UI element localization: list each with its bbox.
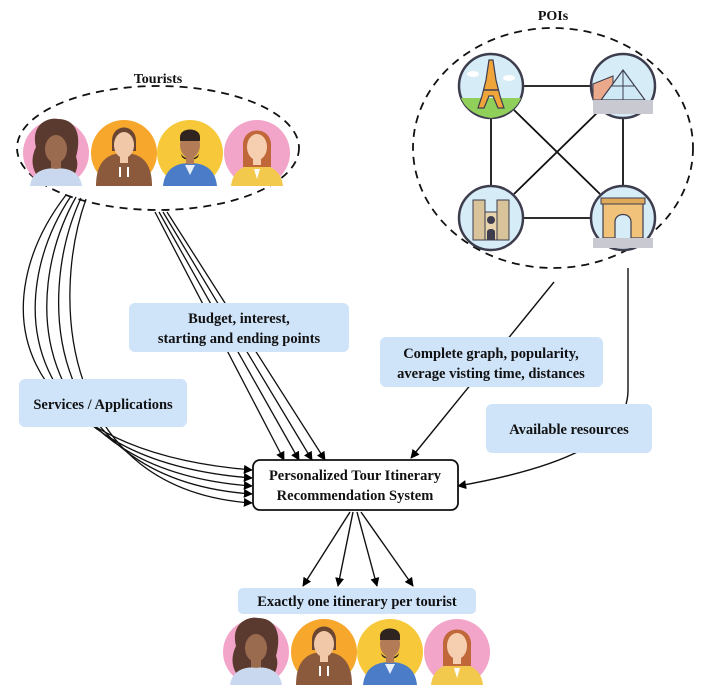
svg-text:Services / Applications: Services / Applications xyxy=(33,397,173,413)
woman-blonde-icon xyxy=(424,619,490,685)
man-hoodie-icon xyxy=(290,618,358,686)
graph-label: Complete graph, popularity, average vist… xyxy=(380,337,603,387)
tourists-title: Tourists xyxy=(134,72,183,87)
pois-title: POIs xyxy=(538,9,569,24)
tourists-group-ellipse xyxy=(16,85,300,211)
budget-label: Budget, interest, starting and ending po… xyxy=(129,303,349,352)
svg-text:Personalized Tour Itinerary: Personalized Tour Itinerary xyxy=(269,468,442,484)
resources-label: Available resources xyxy=(486,404,652,453)
man-beard-icon xyxy=(157,120,223,186)
woman-curly-hair-icon xyxy=(223,617,289,685)
svg-text:Complete graph, popularity,: Complete graph, popularity, xyxy=(403,346,579,362)
pois-group-ellipse xyxy=(412,27,694,269)
svg-text:Recommendation System: Recommendation System xyxy=(277,488,434,504)
notre-dame-icon xyxy=(457,184,525,252)
arc-de-triomphe-icon xyxy=(589,184,657,252)
svg-text:Available resources: Available resources xyxy=(509,422,629,438)
svg-text:starting and ending points: starting and ending points xyxy=(158,331,321,347)
woman-curly-hair-icon xyxy=(23,118,89,186)
man-hoodie-icon xyxy=(90,119,158,187)
svg-text:average visting time, distance: average visting time, distances xyxy=(397,366,585,382)
eiffel-tower-icon xyxy=(457,52,525,120)
louvre-pyramid-icon xyxy=(589,52,657,120)
svg-text:Exactly one itinerary per tour: Exactly one itinerary per tourist xyxy=(257,594,457,610)
poi-complete-graph xyxy=(490,85,624,219)
recommendation-system-box: Personalized Tour Itinerary Recommendati… xyxy=(252,459,459,511)
services-label: Services / Applications xyxy=(19,379,187,427)
woman-blonde-icon xyxy=(224,120,290,186)
man-beard-icon xyxy=(357,619,423,685)
output-arrows xyxy=(302,511,414,587)
svg-text:Budget, interest,: Budget, interest, xyxy=(188,311,290,327)
output-label: Exactly one itinerary per tourist xyxy=(238,588,476,614)
